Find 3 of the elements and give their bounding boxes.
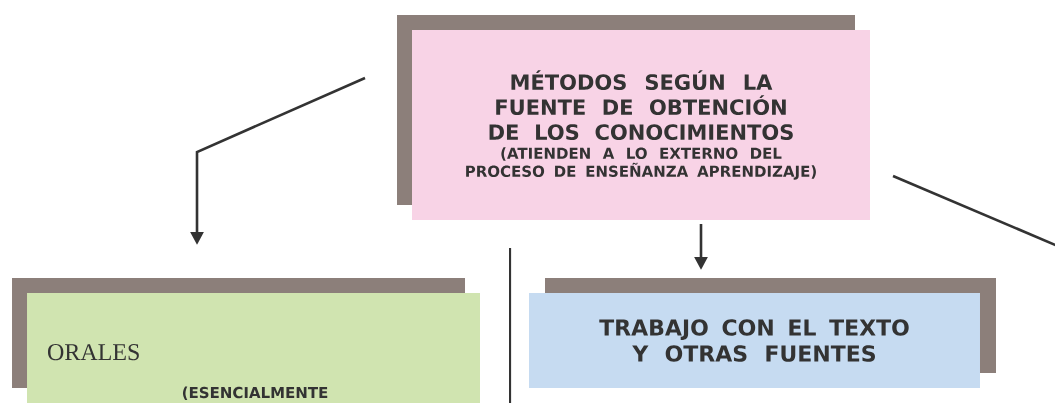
process-box: MÉTODOS SEGÚN LA FUENTE DE OBTENCIÓN DE LOS CONOCIMIENTOS (ATIENDEN A LO EXTERNO DEL PROCESO DE ENSEÑANZA APRENDIZAJE) xyxy=(397,15,870,220)
process-box: TRABAJO CON EL TEXTO Y OTRAS FUENTES xyxy=(529,278,996,388)
process-box: ORALES (ESENCIALMENTE xyxy=(12,278,480,403)
